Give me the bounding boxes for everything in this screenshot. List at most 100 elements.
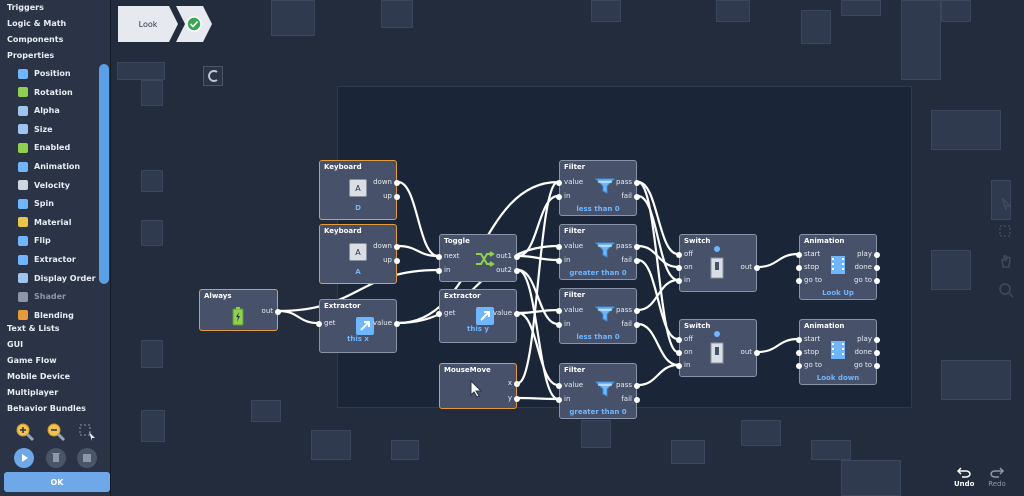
pointer-tool-icon[interactable] bbox=[998, 196, 1014, 212]
node-parameter[interactable]: greater than 0 bbox=[569, 269, 627, 277]
input-port[interactable] bbox=[796, 278, 802, 284]
output-port[interactable] bbox=[394, 180, 400, 186]
category-properties[interactable]: Properties bbox=[7, 51, 55, 60]
input-port[interactable] bbox=[676, 363, 682, 369]
output-port[interactable] bbox=[634, 383, 640, 389]
node-parameter[interactable]: Look down bbox=[816, 374, 860, 382]
input-port[interactable] bbox=[796, 337, 802, 343]
property-item-alpha[interactable]: Alpha bbox=[18, 103, 60, 118]
delete-button[interactable] bbox=[46, 448, 66, 468]
output-port[interactable] bbox=[634, 258, 640, 264]
input-port[interactable] bbox=[556, 180, 562, 186]
output-port[interactable] bbox=[514, 268, 520, 274]
property-item-velocity[interactable]: Velocity bbox=[18, 178, 70, 193]
property-item-spin[interactable]: Spin bbox=[18, 196, 54, 211]
node-parameter[interactable]: Look Up bbox=[822, 289, 854, 297]
category-logic-math[interactable]: Logic & Math bbox=[7, 19, 67, 28]
output-port[interactable] bbox=[874, 350, 880, 356]
zoom-in-icon[interactable] bbox=[14, 421, 36, 443]
input-port[interactable] bbox=[676, 337, 682, 343]
property-item-blending[interactable]: Blending bbox=[18, 308, 74, 323]
input-port[interactable] bbox=[676, 252, 682, 258]
category-behavior-bundles[interactable]: Behavior Bundles bbox=[7, 404, 86, 413]
property-item-flip[interactable]: Flip bbox=[18, 233, 51, 248]
property-item-animation[interactable]: Animation bbox=[18, 159, 80, 174]
node-parameter[interactable]: this x bbox=[347, 335, 369, 343]
category-mobile-device[interactable]: Mobile Device bbox=[7, 372, 71, 381]
input-port[interactable] bbox=[436, 268, 442, 274]
category-gui[interactable]: GUI bbox=[7, 340, 24, 349]
output-port[interactable] bbox=[394, 244, 400, 250]
input-port[interactable] bbox=[676, 278, 682, 284]
select-cursor-icon[interactable] bbox=[76, 421, 98, 443]
output-port[interactable] bbox=[634, 244, 640, 250]
property-item-extractor[interactable]: Extractor bbox=[18, 252, 76, 267]
property-item-rotation[interactable]: Rotation bbox=[18, 85, 73, 100]
input-port[interactable] bbox=[556, 194, 562, 200]
input-port[interactable] bbox=[556, 397, 562, 403]
ok-button[interactable]: OK bbox=[4, 472, 110, 492]
category-text-lists[interactable]: Text & Lists bbox=[7, 324, 60, 333]
input-port[interactable] bbox=[676, 350, 682, 356]
node-parameter[interactable]: D bbox=[355, 204, 361, 212]
property-item-size[interactable]: Size bbox=[18, 122, 53, 137]
input-port[interactable] bbox=[556, 322, 562, 328]
output-port[interactable] bbox=[874, 363, 880, 369]
property-item-enabled[interactable]: Enabled bbox=[18, 140, 70, 155]
output-port[interactable] bbox=[874, 265, 880, 271]
node-parameter[interactable]: greater than 0 bbox=[569, 408, 627, 416]
zoom-out-icon[interactable] bbox=[45, 421, 67, 443]
input-port[interactable] bbox=[556, 383, 562, 389]
play-button[interactable] bbox=[14, 448, 34, 468]
output-port[interactable] bbox=[514, 311, 520, 317]
property-item-display-order[interactable]: Display Order bbox=[18, 271, 96, 286]
output-port[interactable] bbox=[634, 322, 640, 328]
node-parameter[interactable]: A bbox=[355, 268, 361, 276]
output-port[interactable] bbox=[874, 278, 880, 284]
category-components[interactable]: Components bbox=[7, 35, 64, 44]
input-port[interactable] bbox=[316, 321, 322, 327]
output-port[interactable] bbox=[514, 381, 520, 387]
breadcrumb-look[interactable]: Look bbox=[118, 6, 178, 42]
output-port[interactable] bbox=[754, 350, 760, 356]
output-port[interactable] bbox=[514, 254, 520, 260]
output-port[interactable] bbox=[874, 252, 880, 258]
node-parameter[interactable]: less than 0 bbox=[576, 205, 620, 213]
output-port[interactable] bbox=[394, 321, 400, 327]
input-port[interactable] bbox=[556, 308, 562, 314]
category-triggers[interactable]: Triggers bbox=[7, 3, 44, 12]
input-port[interactable] bbox=[556, 258, 562, 264]
output-port[interactable] bbox=[514, 396, 520, 402]
input-port[interactable] bbox=[676, 265, 682, 271]
hand-tool-icon[interactable] bbox=[998, 253, 1014, 269]
node-parameter[interactable]: this y bbox=[467, 325, 489, 333]
output-port[interactable] bbox=[874, 337, 880, 343]
input-port[interactable] bbox=[796, 363, 802, 369]
stop-button[interactable] bbox=[77, 448, 97, 468]
input-port[interactable] bbox=[796, 350, 802, 356]
output-port[interactable] bbox=[634, 180, 640, 186]
marquee-tool-icon[interactable] bbox=[998, 224, 1014, 240]
output-port[interactable] bbox=[634, 397, 640, 403]
search-tool-icon[interactable] bbox=[998, 282, 1014, 298]
sidebar-scrollbar[interactable] bbox=[99, 64, 109, 284]
node-parameter[interactable]: less than 0 bbox=[576, 333, 620, 341]
output-port[interactable] bbox=[275, 309, 281, 315]
input-port[interactable] bbox=[556, 244, 562, 250]
input-port[interactable] bbox=[796, 252, 802, 258]
redo-button[interactable]: Redo bbox=[986, 466, 1008, 488]
output-port[interactable] bbox=[634, 194, 640, 200]
